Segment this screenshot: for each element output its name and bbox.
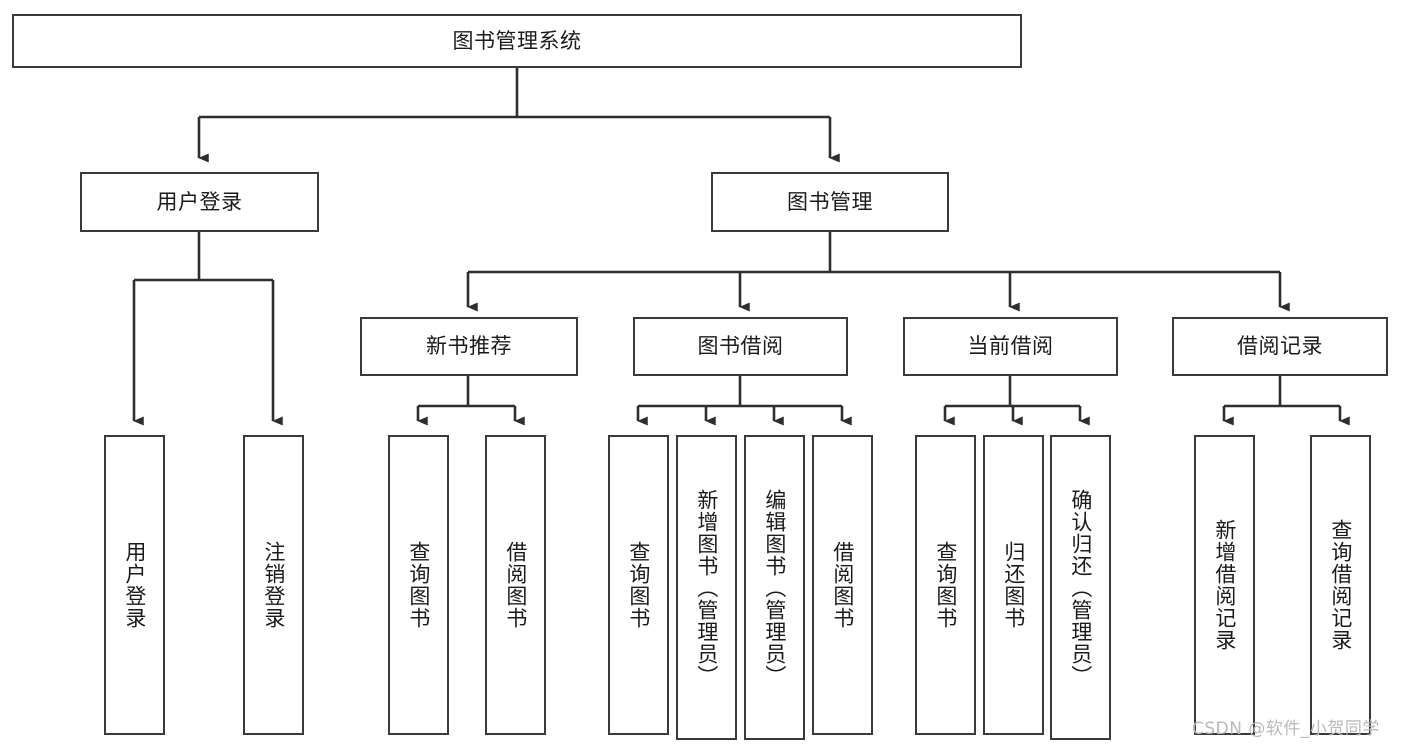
node-current-borrow[interactable]: 当前借阅 [903,317,1118,376]
node-new-book-recommend[interactable]: 新书推荐 [360,317,578,376]
leaf-borrow-query-book[interactable]: 查询图书 [608,435,669,735]
leaf-current-return-book[interactable]: 归还图书 [983,435,1044,735]
node-root-system[interactable]: 图书管理系统 [12,14,1022,68]
leaf-current-confirm-return-admin[interactable]: 确认归还（管理员） [1050,435,1111,740]
leaf-new-book-borrow[interactable]: 借阅图书 [485,435,546,735]
leaf-new-book-query[interactable]: 查询图书 [388,435,449,735]
leaf-borrow-add-book-admin[interactable]: 新增图书（管理员） [676,435,737,740]
leaf-records-query-record[interactable]: 查询借阅记录 [1310,435,1371,735]
node-borrow-records[interactable]: 借阅记录 [1172,317,1388,376]
node-book-management[interactable]: 图书管理 [711,172,949,232]
csdn-watermark: CSDN @软件_小贺同学 [1192,719,1380,739]
node-book-borrow[interactable]: 图书借阅 [633,317,848,376]
leaf-borrow-edit-book-admin[interactable]: 编辑图书（管理员） [744,435,805,740]
node-user-login[interactable]: 用户登录 [80,172,319,232]
leaf-records-add-record[interactable]: 新增借阅记录 [1194,435,1255,735]
leaf-current-query-book[interactable]: 查询图书 [915,435,976,735]
leaf-borrow-borrow-book[interactable]: 借阅图书 [812,435,873,735]
leaf-user-login-login[interactable]: 用户登录 [104,435,165,735]
leaf-user-login-logout[interactable]: 注销登录 [243,435,304,735]
